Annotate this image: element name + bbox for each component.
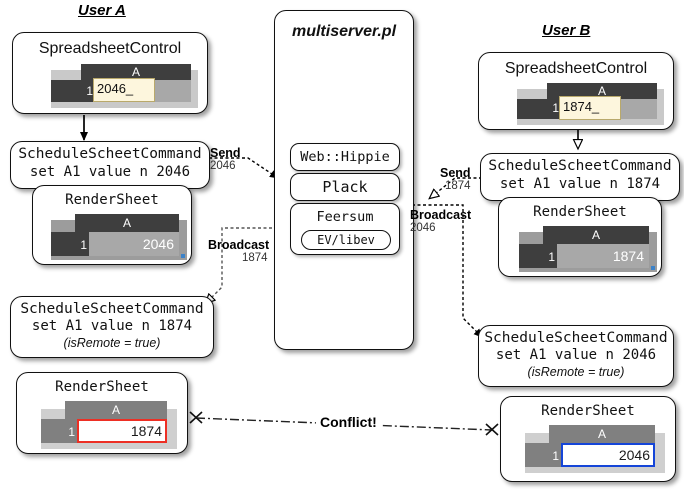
- panel-a-command-2[interactable]: ScheduleScheetCommand set A1 value n 187…: [10, 296, 214, 358]
- stack-item-ev-libev[interactable]: EV/libev: [301, 230, 391, 250]
- b-render-2-title: RenderSheet: [541, 403, 635, 419]
- a-control-edit-cell[interactable]: 2046_: [93, 78, 155, 102]
- a-render-2-row-header: 1: [68, 425, 75, 439]
- b-render-2-row-header: 1: [552, 449, 559, 463]
- panel-multiserver[interactable]: multiserver.pl Web::Hippie Plack Feersum…: [274, 10, 414, 350]
- a-render-2-cell-value: 1874: [130, 423, 162, 439]
- b-render-1-selection-handle[interactable]: [651, 266, 655, 270]
- b-render-1-title: RenderSheet: [533, 204, 627, 220]
- panel-b-spreadsheet-control[interactable]: SpreadsheetControl A 1 1874_: [478, 52, 674, 130]
- a-control-row-header-bg: [51, 80, 95, 102]
- panel-b-render-2[interactable]: RenderSheet A 1 2046: [500, 396, 676, 482]
- a-render-2-grid[interactable]: A 1 1874: [29, 401, 179, 449]
- panel-b-command-1[interactable]: ScheduleScheetCommand set A1 value n 187…: [480, 153, 680, 201]
- b-render-2-grid[interactable]: A 1 2046: [513, 425, 667, 475]
- label-send-b: Send 1874: [440, 166, 471, 192]
- label-broadcast-a-value: 1874: [242, 252, 268, 264]
- label-conflict: Conflict!: [316, 414, 381, 430]
- b-render-1-cell-bg: [557, 244, 649, 268]
- a-render-2-cell-highlight[interactable]: [77, 419, 167, 443]
- panel-b-command-2[interactable]: ScheduleScheetCommand set A1 value n 204…: [478, 325, 674, 387]
- label-send-b-value: 1874: [444, 180, 471, 192]
- panel-b-render-1[interactable]: RenderSheet A 1 1874: [498, 197, 662, 277]
- b-control-title: SpreadsheetControl: [504, 60, 648, 77]
- a-command-2-text: set A1 value n 1874: [31, 318, 193, 334]
- b-control-grid[interactable]: A 1 1874_: [509, 83, 664, 127]
- panel-a-spreadsheet-control[interactable]: SpreadsheetControl A 1 2046_: [12, 32, 208, 114]
- b-render-2-col-header: A: [597, 427, 606, 441]
- a-render-2-title: RenderSheet: [55, 379, 149, 395]
- stack-label-web-hippie: Web::Hippie: [300, 149, 390, 165]
- a-control-grid[interactable]: A 1 2046_: [43, 64, 198, 108]
- b-render-2-cell-value: 2046: [618, 447, 650, 463]
- b-control-row-header-bg: [517, 99, 561, 119]
- b-render-2-col-header-bg: [549, 425, 655, 443]
- a-render-1-cell-bg: [89, 232, 179, 256]
- a-control-row-header: 1: [86, 84, 93, 98]
- stack-item-plack[interactable]: Plack: [290, 173, 400, 201]
- stack-label-feersum: Feersum: [316, 209, 374, 225]
- a-command-2-title: ScheduleScheetCommand: [20, 301, 204, 317]
- a-render-1-grid[interactable]: A 1 2046: [41, 214, 189, 260]
- label-broadcast-a: Broadcast 1874: [208, 238, 269, 264]
- b-render-1-row-header-bg: [519, 244, 557, 268]
- label-send-a-value: 2046: [210, 160, 236, 172]
- b-render-1-row-header: 1: [548, 250, 555, 264]
- a-render-2-col-header: A: [111, 403, 120, 417]
- a-command-1-title: ScheduleScheetCommand: [18, 146, 202, 162]
- label-broadcast-a-title: Broadcast: [208, 238, 270, 252]
- a-render-1-col-header-bg: [75, 214, 179, 232]
- b-control-edit-cell[interactable]: 1874_: [559, 96, 621, 120]
- a-control-col-header: A: [131, 65, 140, 79]
- stack-item-web-hippie[interactable]: Web::Hippie: [290, 143, 400, 171]
- b-render-2-cell-highlight[interactable]: [561, 443, 655, 467]
- label-broadcast-b-title: Broadcast: [410, 208, 472, 222]
- b-render-1-cell-value: 1874: [612, 248, 644, 264]
- b-command-2-text: set A1 value n 2046: [495, 347, 657, 363]
- b-command-2-note: (isRemote = true): [527, 365, 625, 379]
- a-control-col-header-bg: [81, 64, 191, 80]
- stack-item-feersum[interactable]: Feersum EV/libev: [290, 203, 400, 255]
- a-render-1-title: RenderSheet: [65, 192, 159, 208]
- b-render-1-col-header-bg: [543, 226, 649, 244]
- b-render-2-row-header-bg: [525, 443, 561, 467]
- panel-a-render-2[interactable]: RenderSheet A 1 1874: [16, 372, 188, 454]
- a-command-1-text: set A1 value n 2046: [29, 164, 191, 180]
- b-render-1-grid[interactable]: A 1 1874: [509, 226, 659, 272]
- a-render-1-cell-value: 2046: [142, 236, 174, 252]
- label-send-a-title: Send: [210, 146, 241, 160]
- a-render-2-col-header-bg: [65, 401, 167, 419]
- b-command-1-text: set A1 value n 1874: [499, 176, 661, 192]
- conflict-x-right: [485, 423, 499, 436]
- label-broadcast-b-value: 2046: [410, 222, 436, 234]
- label-send-b-title: Send: [440, 166, 471, 180]
- label-send-a: Send 2046: [210, 146, 241, 172]
- b-control-col-header: A: [597, 84, 606, 98]
- server-title: multiserver.pl: [291, 23, 397, 40]
- b-command-1-title: ScheduleScheetCommand: [488, 158, 672, 174]
- a-render-1-selection-handle[interactable]: [181, 254, 185, 258]
- conflict-x-left: [189, 411, 203, 424]
- a-render-1-row-header-bg: [51, 232, 89, 256]
- panel-a-command-1[interactable]: ScheduleScheetCommand set A1 value n 204…: [10, 141, 210, 189]
- a-control-title: SpreadsheetControl: [38, 40, 182, 57]
- panel-a-render-1[interactable]: RenderSheet A 1 2046: [32, 185, 192, 265]
- a-render-1-row-header: 1: [80, 238, 87, 252]
- user-b-heading: User B: [542, 22, 591, 39]
- a-command-2-note: (isRemote = true): [63, 336, 161, 350]
- b-control-col-header-bg: [547, 83, 657, 99]
- a-render-1-col-header: A: [122, 216, 131, 230]
- b-command-2-title: ScheduleScheetCommand: [484, 330, 668, 346]
- a-render-2-row-header-bg: [41, 419, 77, 443]
- stack-label-plack: Plack: [322, 178, 368, 196]
- user-a-heading: User A: [78, 2, 126, 19]
- b-render-1-col-header: A: [591, 228, 600, 242]
- b-control-row-header: 1: [552, 101, 559, 115]
- label-broadcast-b: Broadcast 2046: [410, 208, 471, 234]
